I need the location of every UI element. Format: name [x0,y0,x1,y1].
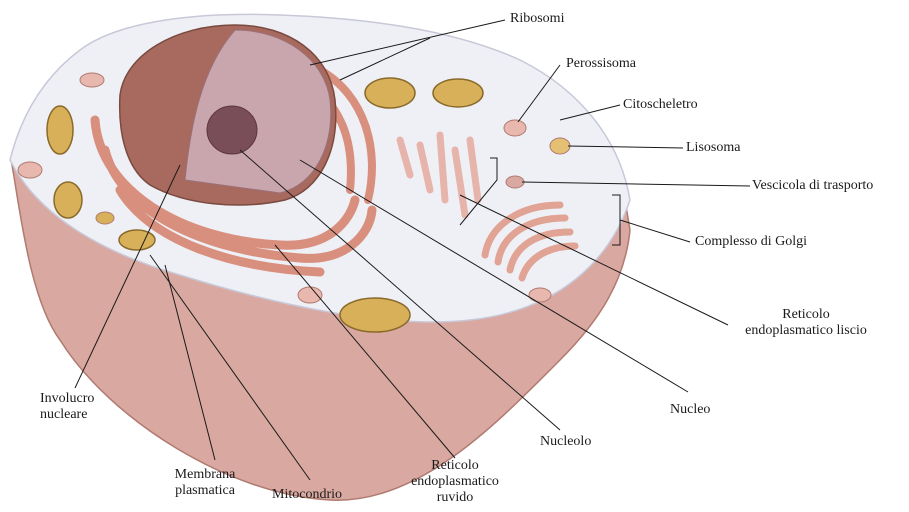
leader-rer [274,244,456,459]
label-nucleolo: Nucleolo [540,434,592,449]
leader-involucro [74,164,181,389]
rough-er [90,115,377,277]
rel-bracket [459,157,498,226]
leader-golgi [619,219,691,243]
leader-rel [459,194,729,326]
leader-ribosomi-2 [339,37,431,81]
leader-lisosoma [567,145,684,149]
label-nucleo: Nucleo [670,402,711,417]
leader-ribosomi-1 [309,19,506,66]
vesicles [17,72,571,304]
leader-vescicola [521,181,751,187]
smooth-er [396,131,482,219]
label-vescicola-di-trasporto: Vescicola di trasporto [752,178,874,193]
label-mitocondrio: Mitocondrio [272,487,342,502]
leader-nucleo [299,159,689,393]
label-ribosomi: Ribosomi [510,11,565,26]
leader-membrana [164,264,216,461]
label-perossisoma: Perossisoma [566,56,636,71]
label-lisosoma: Lisosoma [686,140,741,155]
mitochondria [46,77,484,333]
leader-nucleolo [239,149,561,431]
leader-mitocondrio [149,254,311,481]
leader-lines [74,19,751,481]
label-citoscheletro: Citoscheletro [623,97,698,112]
nucleolus [206,105,258,155]
label-complesso-di-golgi: Complesso di Golgi [695,234,808,249]
leader-perossisoma [517,64,561,123]
leader-citoscheletro [559,104,621,121]
